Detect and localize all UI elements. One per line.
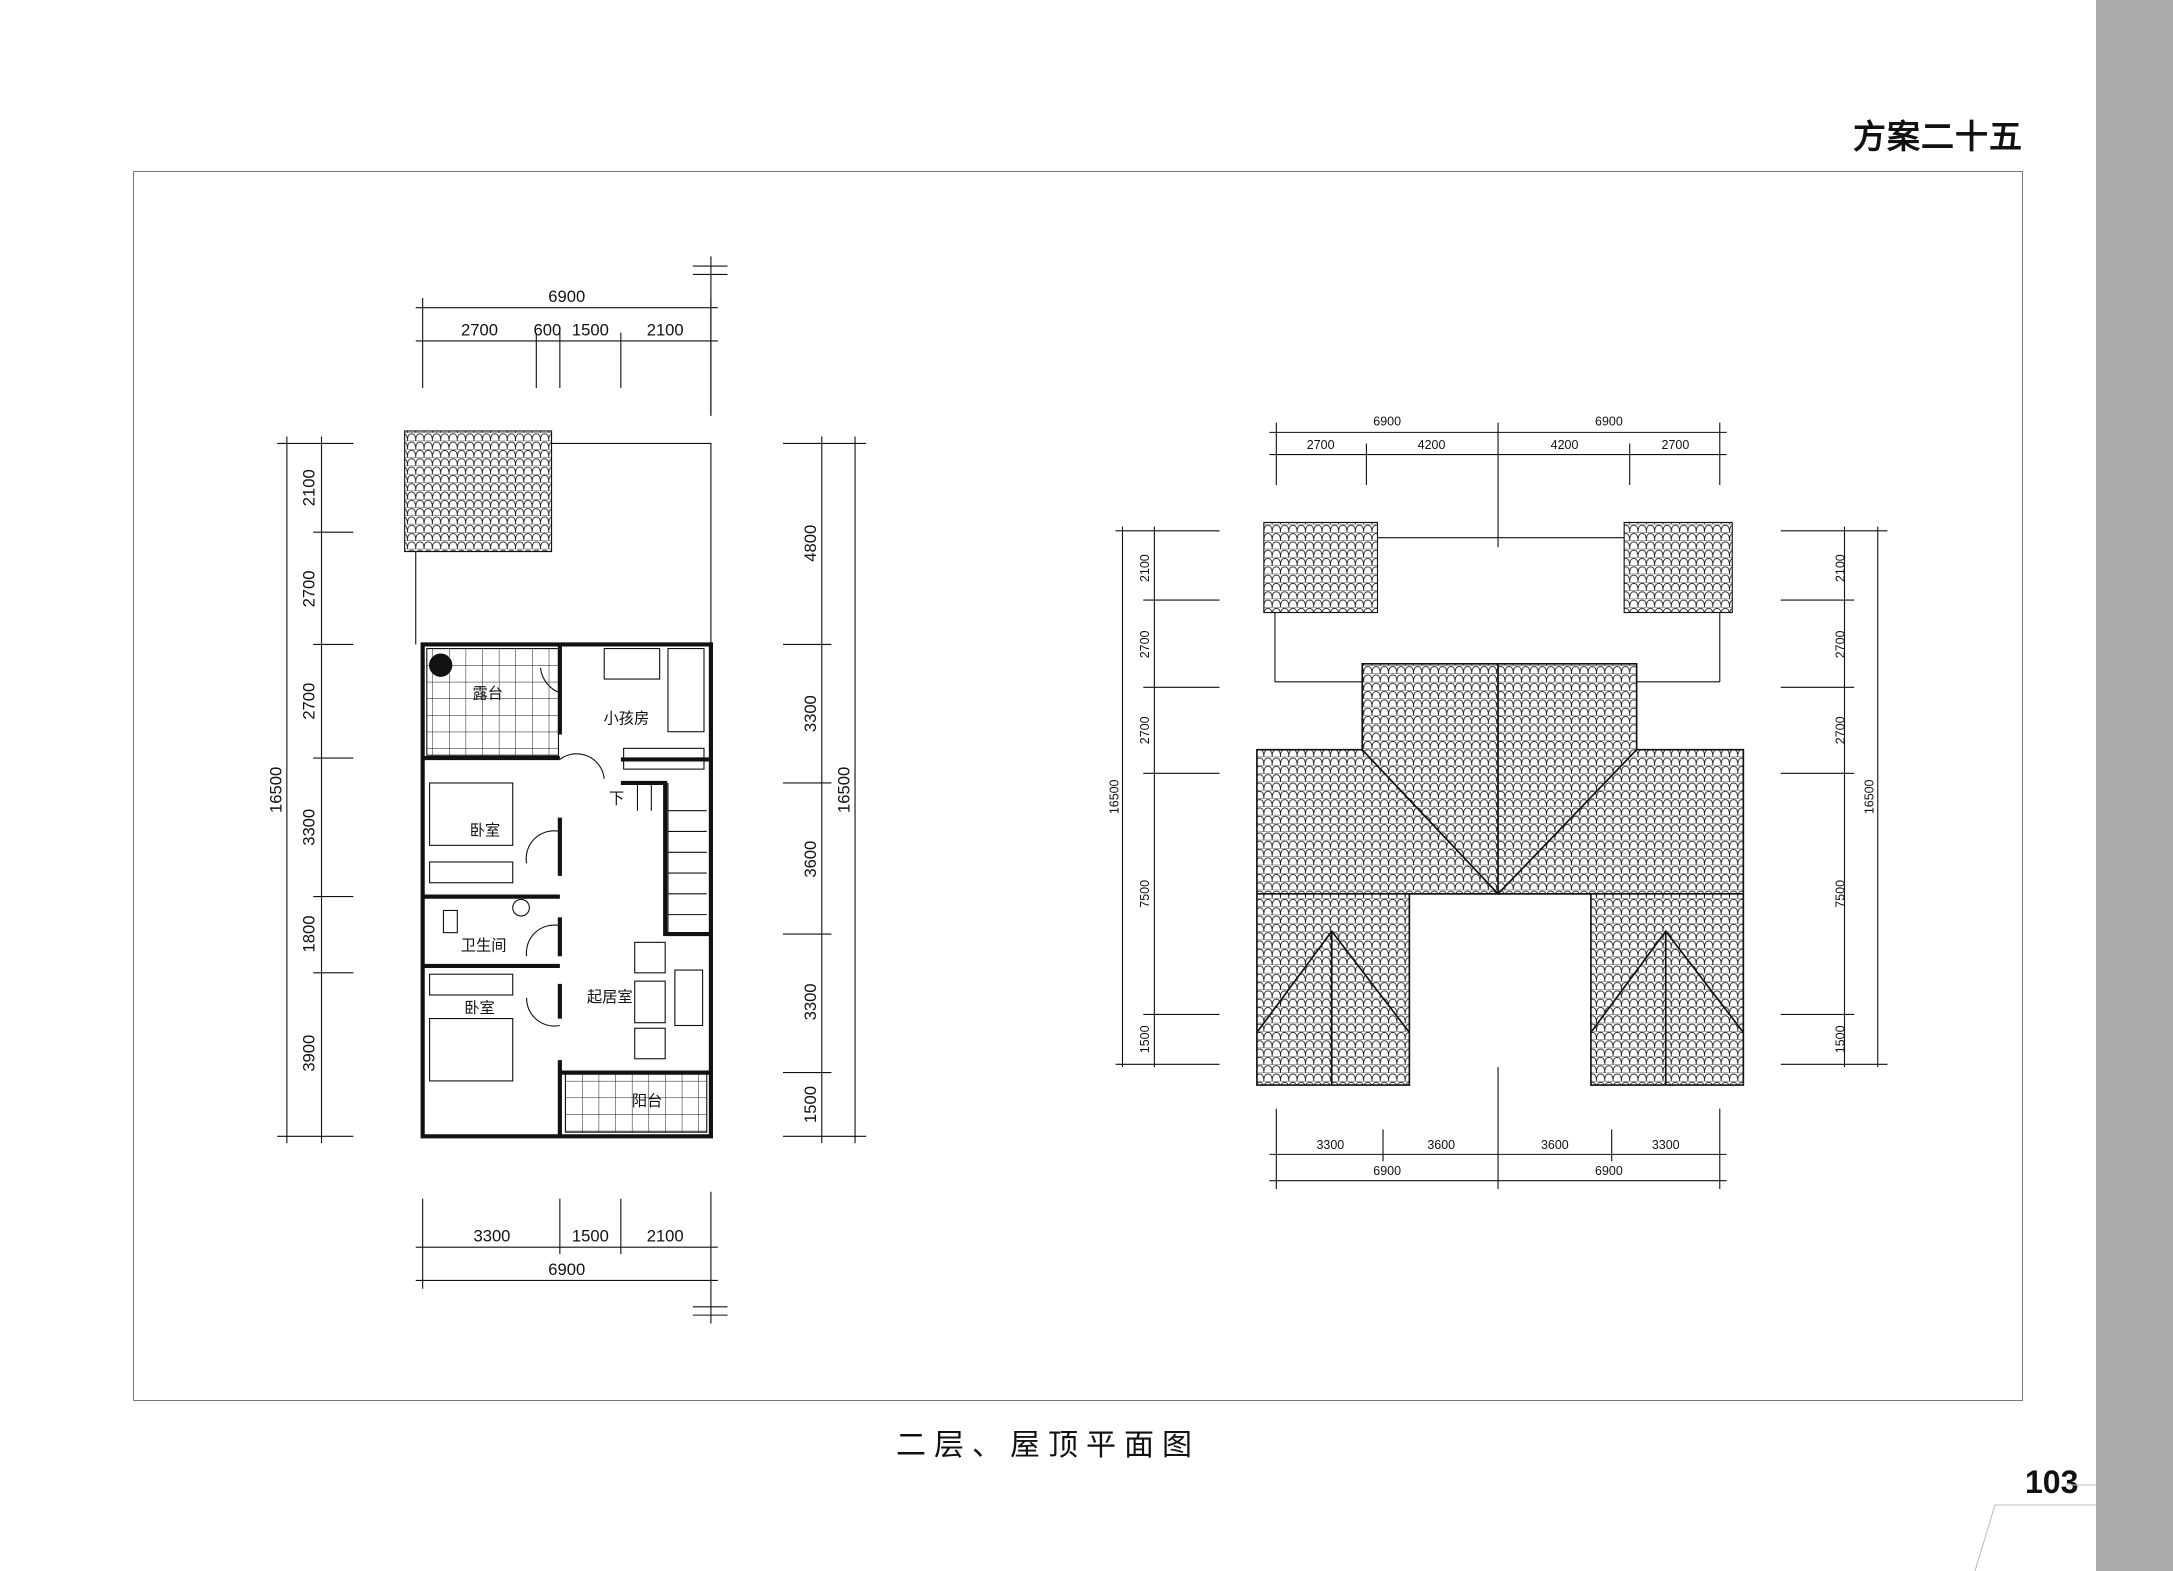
page-edge-tab [2096,0,2173,1571]
roof-pergola-left [1263,521,1379,614]
dim-right-part: 1500 [801,1086,820,1123]
dim-right-part: 3300 [801,983,820,1020]
roof-dim-left-part: 2700 [1138,716,1152,744]
dim-left-part: 2700 [300,683,319,720]
pergola-roof-tiles [404,430,553,553]
stair-down-label: 下 [609,790,624,808]
room-label-bathroom: 卫生间 [461,937,507,955]
roof-dim-top-total: 6900 [1373,414,1401,428]
room-label-terrace: 露台 [473,684,503,702]
roof-dim-top-part: 2700 [1307,438,1335,452]
roof-dim-bottom-part: 3300 [1316,1138,1344,1152]
room-label-kids-room: 小孩房 [604,709,650,727]
dim-top-total: 6900 [548,287,585,306]
roof-dim-right-part: 2700 [1833,630,1847,658]
dim-bottom-total: 6900 [548,1260,585,1279]
dim-top-part: 1500 [572,320,609,339]
roof-dim-bottom-part: 3300 [1652,1138,1680,1152]
room-label-bedroom: 卧室 [470,822,500,840]
dim-left-part: 3900 [300,1035,319,1072]
roof-dim-bottom-total: 6900 [1595,1164,1623,1178]
dim-left-part: 2100 [300,469,319,506]
dim-left-part: 2700 [300,570,319,607]
roof-dim-left-part: 1500 [1138,1025,1152,1053]
roof-dim-right-part: 1500 [1833,1025,1847,1053]
dim-right-part: 3600 [801,841,820,878]
room-label-balcony: 阳台 [632,1092,662,1110]
dim-bottom-part: 1500 [572,1227,609,1246]
room-label-bedroom: 卧室 [464,999,494,1017]
roof-dim-top-total: 6900 [1595,414,1623,428]
roof-dim-right-part: 7500 [1833,880,1847,908]
dim-right-part: 3300 [801,695,820,732]
roof-dim-left-part: 2100 [1138,554,1152,582]
dim-top-part: 2100 [647,320,684,339]
second-floor-plan: 6900 2700 600 1500 2100 3300 1500 2100 6… [266,256,867,1324]
dim-right-part: 4800 [801,525,820,562]
roof-pergola-right [1623,521,1733,614]
dim-top-part: 600 [534,320,562,339]
roof-dim-top-part: 4200 [1418,438,1446,452]
roof-dim-bottom-total: 6900 [1373,1164,1401,1178]
roof-dim-bottom-part: 3600 [1541,1138,1569,1152]
roof-dim-right-total: 16500 [1863,779,1877,814]
dim-top-part: 2700 [461,320,498,339]
room-label-living-room: 起居室 [587,988,633,1006]
roof-dim-top-part: 4200 [1551,438,1579,452]
dim-left-part: 3300 [300,809,319,846]
drawing-frame [133,171,2023,1401]
dim-left-total: 16500 [266,767,285,813]
scheme-title: 方案二十五 [1853,117,2023,156]
dim-left-part: 1800 [300,916,319,953]
main-roof-tiles [1256,662,1745,1086]
dim-bottom-part: 2100 [647,1227,684,1246]
roof-dim-left-part: 2700 [1138,630,1152,658]
roof-plan: 6900 6900 2700 4200 4200 2700 3300 3600 … [1107,414,1888,1190]
roof-dim-top-part: 2700 [1662,438,1690,452]
roof-dim-left-part: 7500 [1138,880,1152,908]
page-number: 103 [2025,1464,2079,1500]
dim-right-total: 16500 [834,767,853,813]
balcony-floor-grid [564,1072,708,1133]
dim-bottom-part: 3300 [473,1227,510,1246]
roof-dim-right-part: 2100 [1833,554,1847,582]
roof-dim-right-part: 2700 [1833,716,1847,744]
roof-dim-left-total: 16500 [1107,779,1121,814]
roof-dim-bottom-part: 3600 [1427,1138,1455,1152]
drawing-caption: 二层、屋顶平面图 [896,1428,1200,1463]
